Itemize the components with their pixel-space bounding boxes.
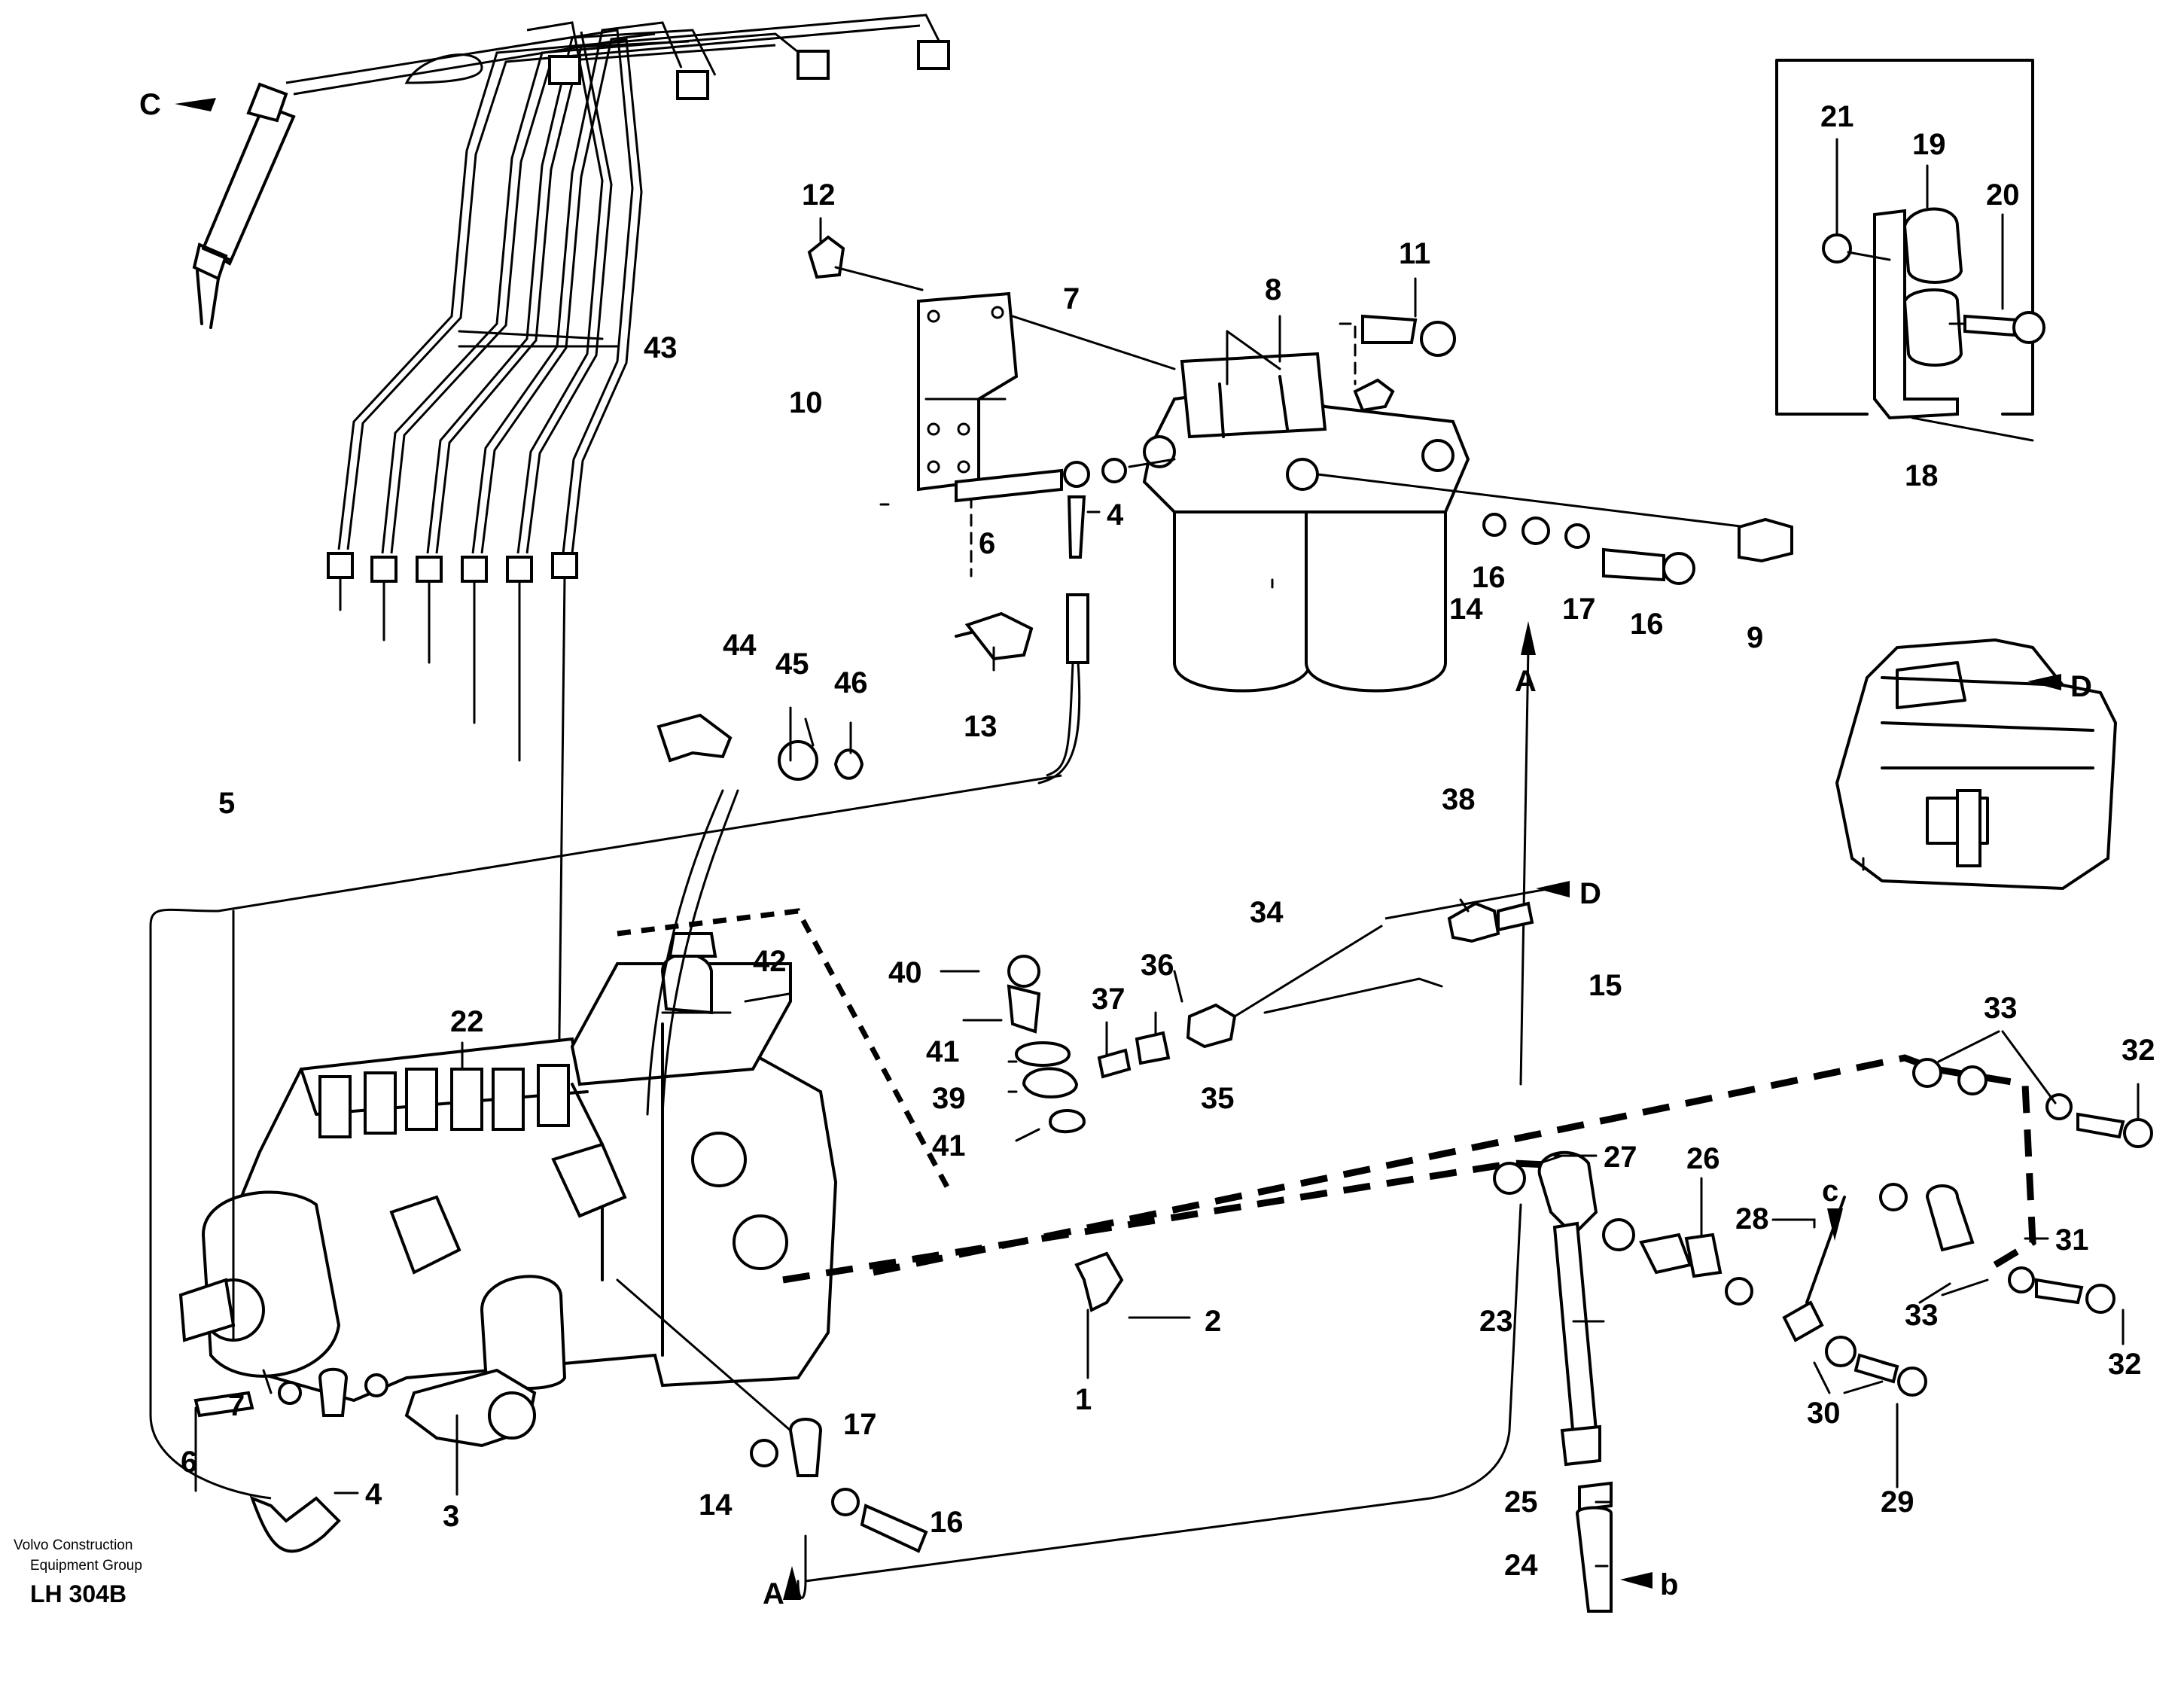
callout-15: 15	[1589, 969, 1622, 1002]
callout-25: 25	[1504, 1485, 1538, 1519]
footer-caption: Volvo Construction Equipment Group LH 30…	[14, 1537, 142, 1607]
company-line-1: Volvo Construction	[14, 1537, 133, 1553]
arrow-b	[1620, 1572, 1652, 1589]
connector-c-lower: c	[1822, 1175, 1838, 1208]
bracket-inset	[1775, 59, 2045, 420]
callout-22: 22	[450, 1005, 484, 1038]
company-line-2: Equipment Group	[30, 1558, 142, 1574]
callout-42: 42	[753, 945, 787, 978]
callout-29: 29	[1881, 1485, 1914, 1519]
callout-9: 9	[1747, 621, 1763, 654]
arrow-D-pipe	[1536, 881, 1570, 897]
connector-A-bottom: A	[763, 1577, 784, 1610]
engine-location-thumbnail	[1835, 638, 2118, 891]
fuel-lines	[149, 646, 2036, 1599]
injector-and-delivery-pipes	[192, 14, 950, 1101]
injector	[192, 82, 296, 329]
callout-3: 3	[443, 1500, 459, 1533]
connector-arrows	[175, 98, 2061, 1600]
callout-18: 18	[1905, 459, 1939, 492]
callout-44: 44	[723, 629, 757, 662]
callout-31: 31	[2055, 1223, 2089, 1257]
callout-45: 45	[775, 647, 809, 681]
mounting-bracket	[917, 291, 1019, 492]
callout-16-filter-right: 16	[1630, 608, 1664, 641]
pipe-nuts	[327, 40, 950, 1101]
callout-41-lower: 41	[932, 1129, 966, 1162]
callout-5: 5	[218, 787, 235, 820]
callout-16-pump: 16	[930, 1506, 964, 1539]
arrow-D-inset	[2027, 674, 2061, 690]
callout-13: 13	[964, 710, 998, 743]
connector-A-top: A	[1515, 665, 1537, 698]
callout-2: 2	[1205, 1305, 1221, 1338]
callout-24: 24	[1504, 1549, 1538, 1582]
callout-20: 20	[1986, 178, 2020, 212]
callout-8: 8	[1265, 273, 1281, 306]
callout-36: 36	[1141, 949, 1174, 982]
connector-letters: C A A D D b c	[139, 88, 2092, 1610]
callout-32-upper: 32	[2122, 1034, 2155, 1067]
callout-34: 34	[1250, 896, 1284, 929]
callout-28: 28	[1735, 1202, 1769, 1236]
callout-37: 37	[1092, 983, 1126, 1016]
filter-fittings	[807, 235, 1793, 785]
callout-40: 40	[888, 956, 922, 989]
connector-C-upper: C	[139, 88, 161, 121]
callout-7-pump: 7	[228, 1389, 245, 1422]
callout-4-filter: 4	[1107, 498, 1124, 532]
callout-38: 38	[1442, 783, 1476, 816]
arrow-C-upper	[175, 98, 216, 111]
arrow-A-top	[1521, 621, 1536, 655]
callout-33-lower: 33	[1905, 1299, 1939, 1332]
callout-30: 30	[1807, 1397, 1841, 1430]
callout-46: 46	[834, 666, 868, 699]
callout-1: 1	[1075, 1383, 1092, 1416]
callout-16-filter-left: 16	[1472, 561, 1506, 594]
callout-4-pump: 4	[365, 1478, 382, 1511]
callout-14-filter: 14	[1449, 593, 1483, 626]
callout-6-pump: 6	[181, 1446, 197, 1479]
callout-33-upper: 33	[1984, 992, 2018, 1025]
fuel-filter-assembly	[917, 291, 1470, 693]
callout-32-lower: 32	[2108, 1348, 2142, 1381]
callout-26: 26	[1686, 1142, 1720, 1175]
callout-39: 39	[932, 1082, 966, 1115]
arrow-A-bottom	[783, 1566, 801, 1600]
callout-23: 23	[1479, 1305, 1513, 1338]
callout-19: 19	[1912, 128, 1946, 161]
small-parts	[193, 713, 1124, 1553]
leader-lines	[194, 138, 2140, 1568]
arrow-c-lower	[1827, 1208, 1843, 1241]
callout-12: 12	[802, 178, 836, 212]
callout-labels: 1 2 3 4 4 5 6 6 7 7 8 9 10 11 12 13 14 1…	[181, 100, 2155, 1582]
callout-14-pump: 14	[699, 1488, 733, 1522]
diagram-code: LH 304B	[30, 1580, 126, 1607]
callout-17-pump: 17	[843, 1408, 877, 1441]
callout-7-filter: 7	[1063, 282, 1080, 315]
callout-21: 21	[1820, 100, 1854, 133]
connector-D-inset: D	[2070, 670, 2092, 703]
callout-6-filter: 6	[979, 527, 995, 560]
callout-41-upper: 41	[926, 1035, 960, 1068]
bleed-fittings	[1007, 901, 1534, 1134]
delivery-pipe-bundle	[285, 14, 943, 554]
callout-17-filter: 17	[1562, 593, 1596, 626]
callout-35: 35	[1201, 1082, 1235, 1115]
callout-10: 10	[789, 386, 823, 419]
callout-11: 11	[1399, 237, 1430, 270]
connector-b: b	[1660, 1568, 1678, 1601]
callout-27: 27	[1604, 1141, 1637, 1174]
connector-D-pipe: D	[1579, 877, 1601, 910]
return-fittings	[1493, 1058, 2153, 1613]
callout-43: 43	[644, 331, 678, 364]
injection-pump	[178, 932, 838, 1448]
